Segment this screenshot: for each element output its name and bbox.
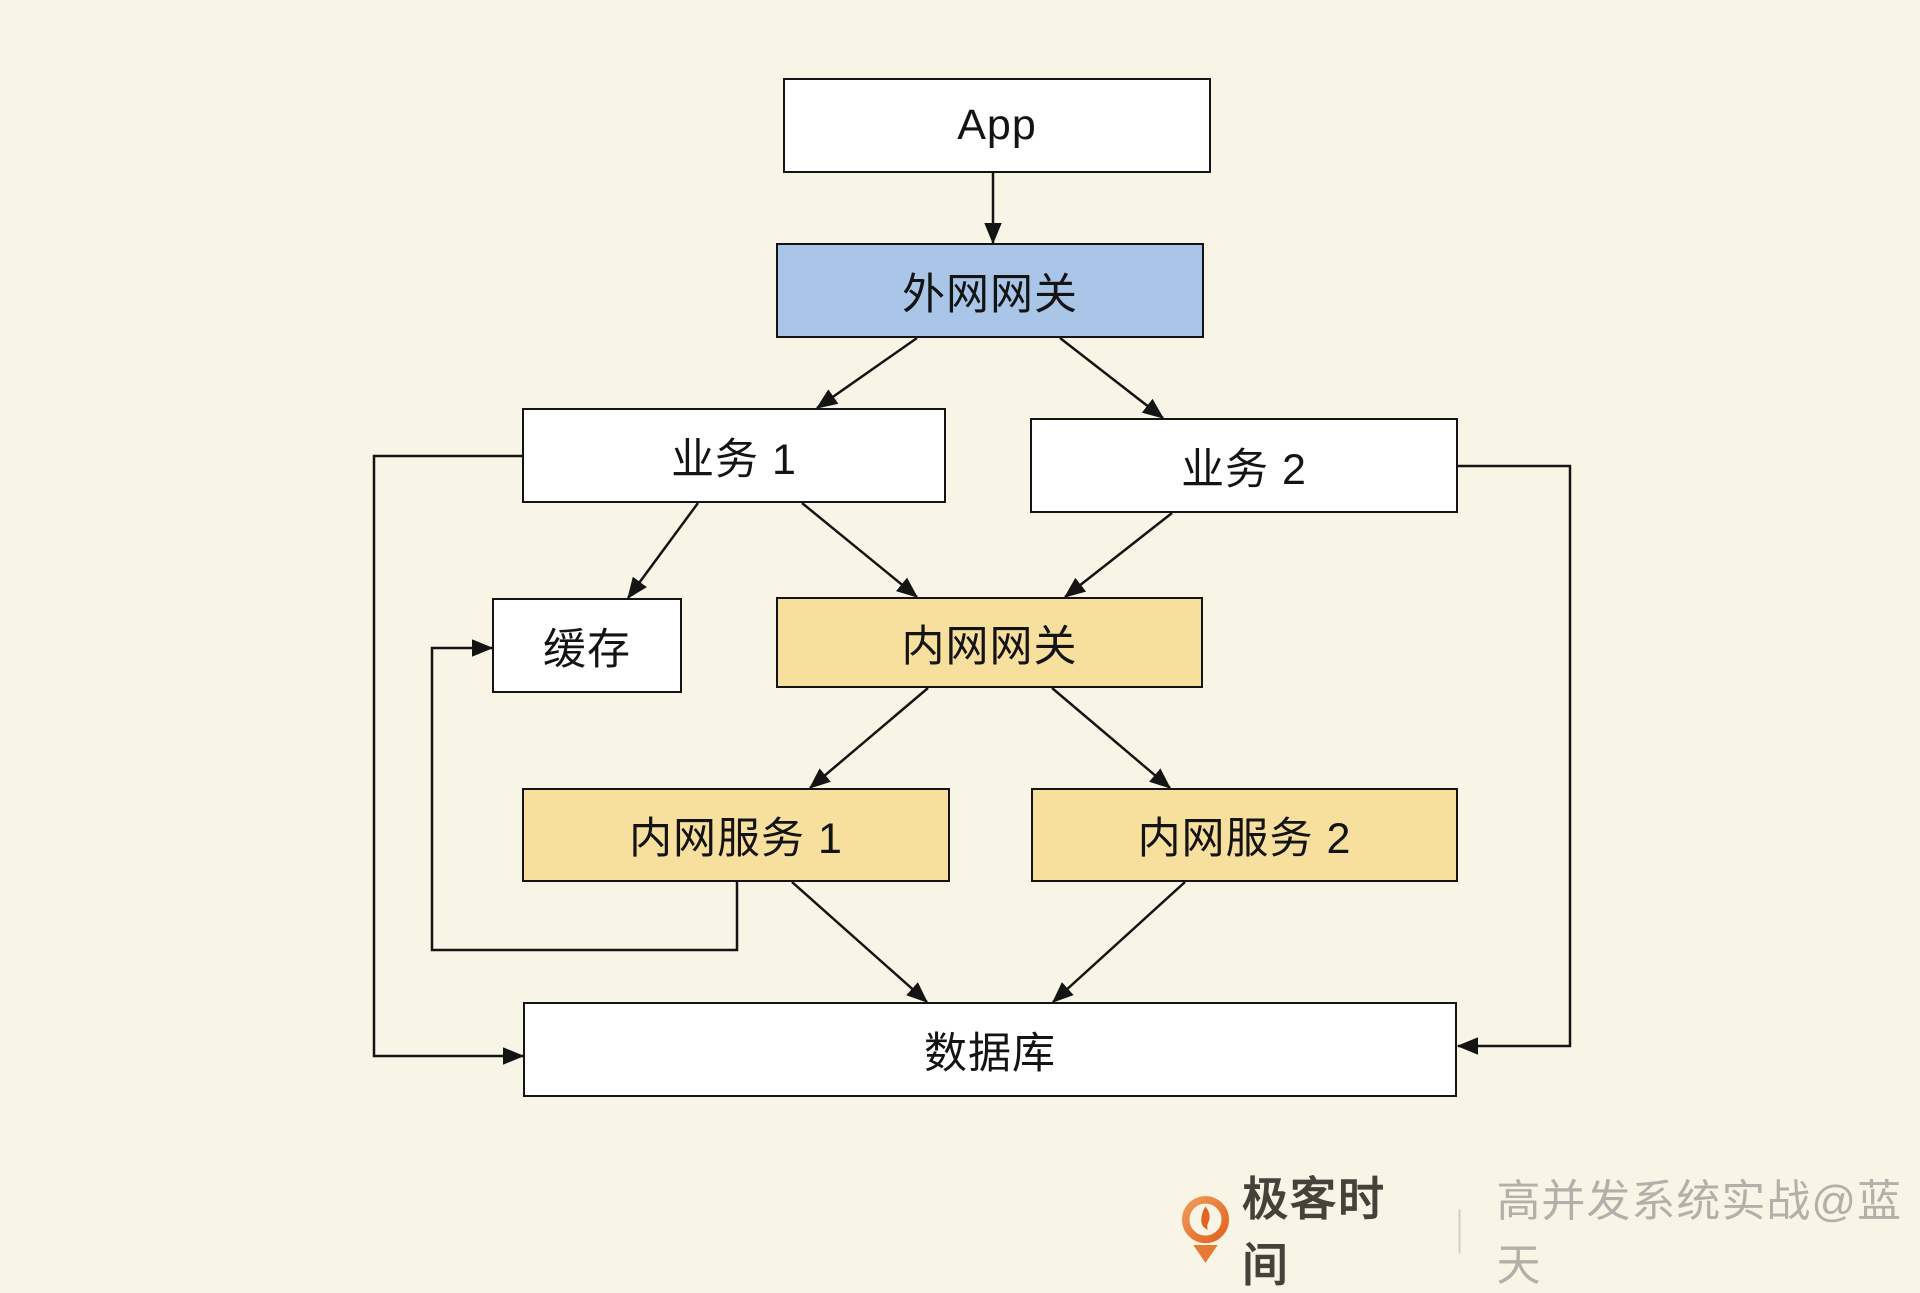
node-service-2-label: 业务 2 <box>1181 445 1307 494</box>
node-service-2: 业务 2 <box>1030 418 1458 513</box>
node-internal-service-2-label: 内网服务 2 <box>1137 815 1352 863</box>
node-app-label: App <box>957 101 1037 149</box>
node-service-1: 业务 1 <box>522 408 946 503</box>
node-cache: 缓存 <box>492 598 682 693</box>
node-external-gateway-label: 外网网关 <box>902 270 1078 319</box>
footer-brand-text: 极客时间 <box>1241 1173 1386 1291</box>
node-internal-service-1: 内网服务 1 <box>522 788 950 882</box>
node-database: 数据库 <box>523 1002 1457 1097</box>
node-database-label: 数据库 <box>924 1029 1056 1078</box>
geektime-logo-icon <box>1182 1196 1229 1263</box>
footer-separator: ｜ <box>1437 1209 1482 1258</box>
node-internal-service-2: 内网服务 2 <box>1031 788 1458 882</box>
node-internal-gateway-label: 内网网关 <box>901 622 1078 671</box>
node-app: App <box>783 78 1211 173</box>
node-internal-gateway: 内网网关 <box>776 597 1203 688</box>
node-service-1-label: 业务 1 <box>671 435 797 484</box>
footer-watermark: 极客时间 ｜ 高并发系统实战@蓝天 <box>1182 1173 1920 1291</box>
node-cache-label: 缓存 <box>543 625 631 674</box>
node-external-gateway: 外网网关 <box>776 243 1204 338</box>
footer-course-text: 高并发系统实战@蓝天 <box>1496 1177 1903 1290</box>
node-internal-service-1-label: 内网服务 1 <box>629 815 843 863</box>
